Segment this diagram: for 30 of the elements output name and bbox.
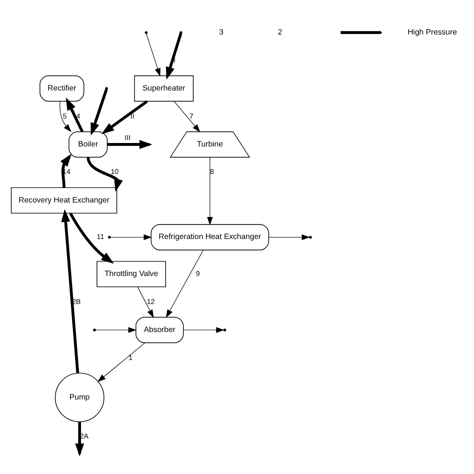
arrow xyxy=(69,212,114,264)
arrow xyxy=(183,327,224,333)
arrow xyxy=(268,234,310,240)
arrow xyxy=(66,97,84,132)
node-box: Rectifier xyxy=(40,75,84,102)
arrow xyxy=(90,89,108,136)
arrow xyxy=(86,157,123,192)
arrow xyxy=(174,101,200,132)
legend-label: High Pressure xyxy=(408,28,457,37)
arrow xyxy=(60,154,72,188)
arrow xyxy=(101,100,148,134)
arrow xyxy=(137,286,154,318)
node-box: Boiler xyxy=(68,131,108,158)
arrow xyxy=(60,101,72,132)
node-box: Superheater xyxy=(134,75,194,102)
arrow xyxy=(61,209,80,374)
arrow xyxy=(95,327,137,333)
arrow xyxy=(97,342,146,382)
label: 3 xyxy=(219,28,224,37)
arrow xyxy=(110,234,152,240)
arrow xyxy=(166,33,182,80)
label: 2 xyxy=(278,28,282,37)
node-box: Recovery Heat Exchanger xyxy=(10,187,118,214)
node-box: Absorber xyxy=(136,316,184,344)
node-box: Throttling Valve xyxy=(96,260,166,288)
node-circle: Pump xyxy=(54,372,104,422)
arrow xyxy=(146,33,160,76)
arrow xyxy=(207,157,213,226)
arrow xyxy=(166,250,204,318)
node-box: Refrigeration Heat Exchanger xyxy=(150,224,270,250)
